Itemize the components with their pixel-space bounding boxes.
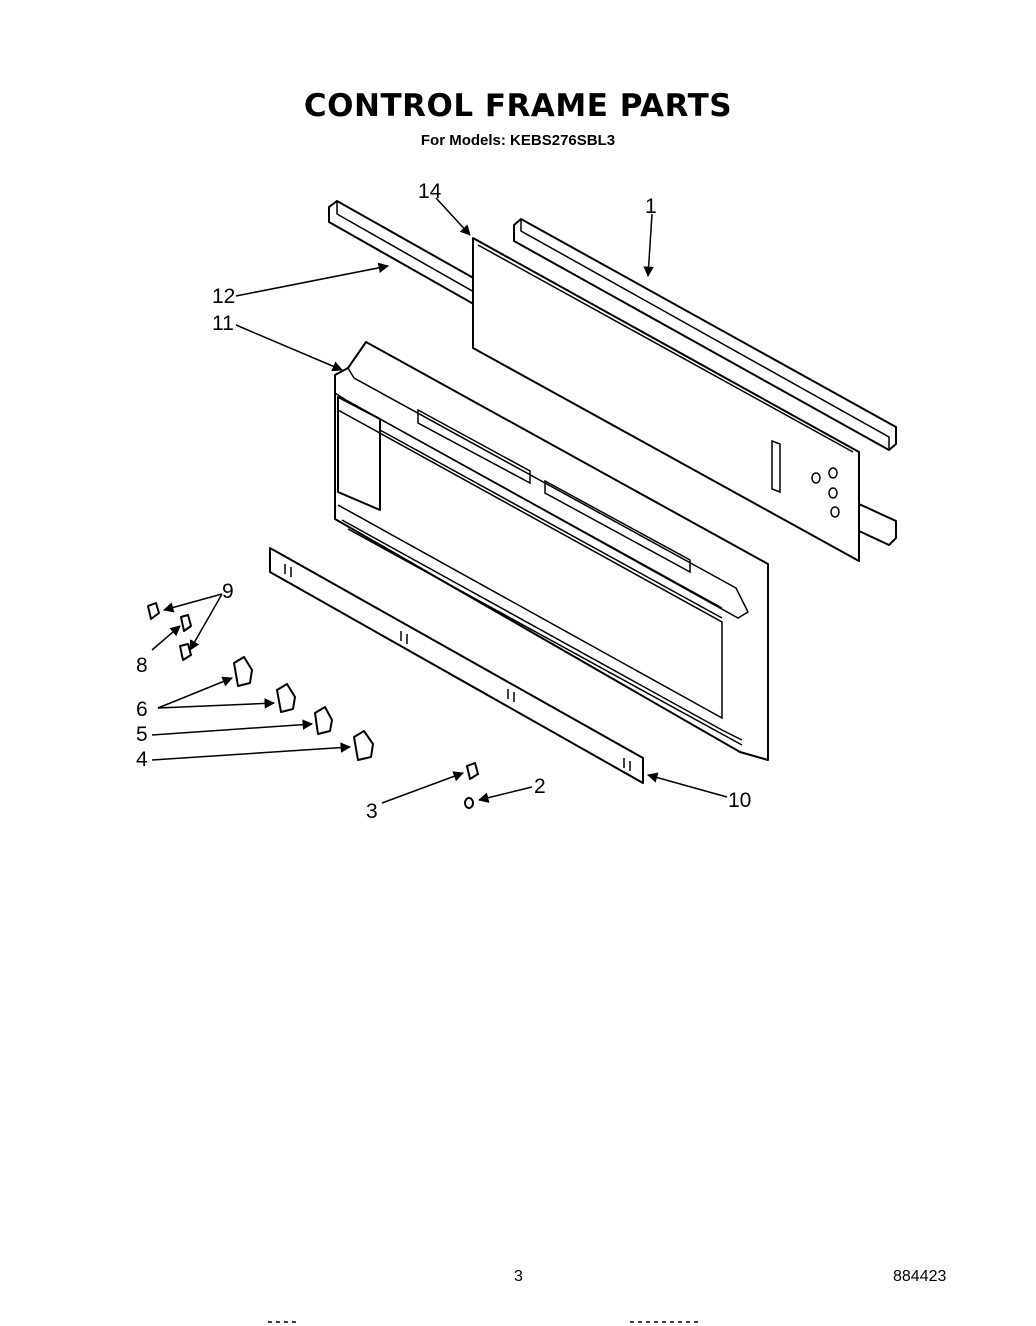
part-4-knob xyxy=(353,730,374,761)
callout-10: 10 xyxy=(728,789,751,812)
small-parts xyxy=(147,602,479,809)
callout-12: 12 xyxy=(212,285,235,308)
callout-9: 9 xyxy=(222,580,234,603)
part-3-clip xyxy=(466,762,479,780)
part-8-clip xyxy=(180,614,192,632)
model-subtitle: For Models: KEBS276SBL3 xyxy=(420,132,616,149)
part-6a-knob xyxy=(233,656,253,687)
part-14-panel xyxy=(472,237,860,562)
page-title: CONTROL FRAME PARTS xyxy=(303,88,733,124)
part-5-knob xyxy=(314,706,333,735)
leader-lines xyxy=(151,197,728,804)
callout-2: 2 xyxy=(534,775,546,798)
callout-3: 3 xyxy=(366,800,378,823)
page-number: 3 xyxy=(514,1268,523,1285)
part-11-control-frame xyxy=(334,341,769,761)
part-6b-knob xyxy=(276,683,296,713)
part-10-trim-strip xyxy=(269,547,644,784)
callout-labels: 14 1 12 11 9 8 6 5 4 3 2 10 xyxy=(136,180,751,823)
part-2-grommet xyxy=(464,797,474,809)
callout-14: 14 xyxy=(418,180,442,203)
part-9a-clip xyxy=(147,602,160,620)
part-9b-clip xyxy=(179,643,192,661)
callout-5: 5 xyxy=(136,723,148,746)
callout-8: 8 xyxy=(136,654,148,677)
callout-1: 1 xyxy=(645,195,657,218)
part-1-rail xyxy=(513,218,897,546)
callout-11: 11 xyxy=(212,312,234,335)
callout-4: 4 xyxy=(136,748,148,771)
callout-6: 6 xyxy=(136,698,148,721)
document-id: 884423 xyxy=(893,1268,947,1285)
